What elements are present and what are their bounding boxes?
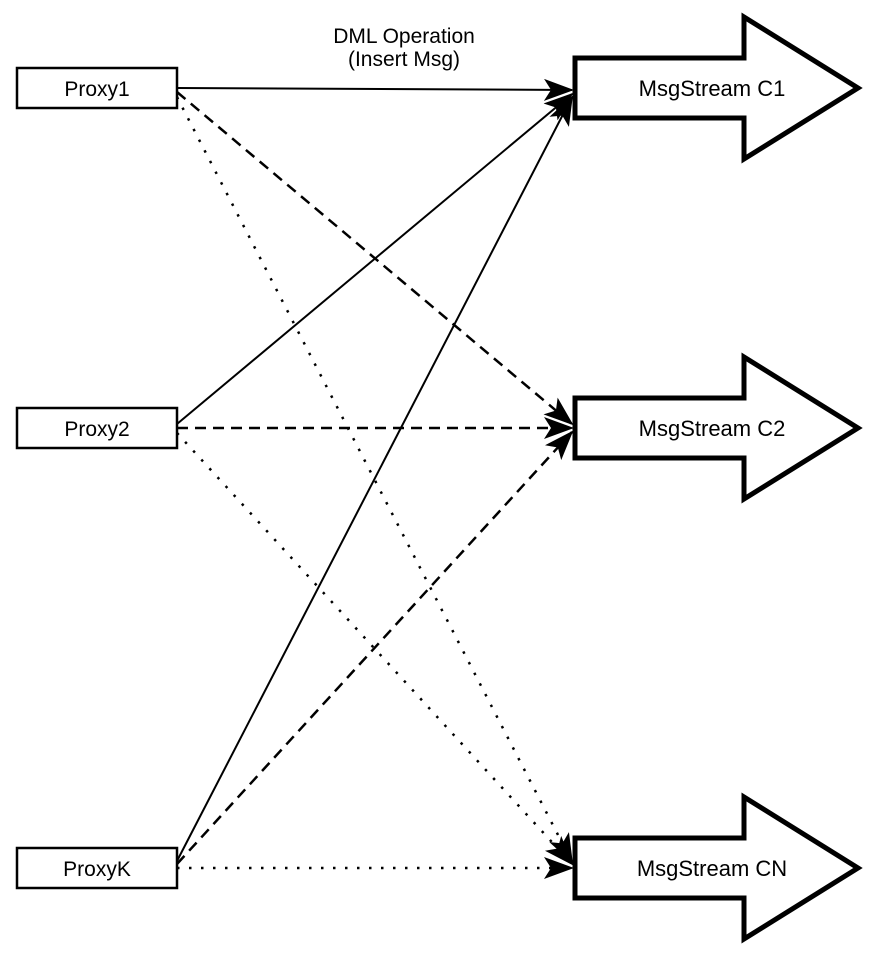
- caption-line-1: DML Operation: [333, 25, 475, 48]
- connector-proxyk-to-msgstream-c1: [176, 95, 573, 862]
- msgstream-c2-node: MsgStream C2: [572, 352, 863, 504]
- proxy2-node: Proxy2: [15, 406, 179, 450]
- connector-proxy1-to-msgstream-c1: [176, 78, 574, 101]
- msgstream-c2-arrow-shape: [572, 352, 863, 504]
- proxyk-box: [15, 846, 179, 890]
- msgstream-c1-node: MsgStream C1: [572, 12, 863, 164]
- proxy1-node: Proxy1: [15, 66, 179, 110]
- msgstream-cn-node: MsgStream CN: [572, 792, 863, 944]
- connector-proxy2-to-msgstream-c1: [176, 92, 574, 425]
- msgstream-c1-arrow-shape: [572, 12, 863, 164]
- proxy2-label: Proxy2: [64, 418, 129, 441]
- proxyk-node: ProxyK: [15, 846, 179, 890]
- msgstream-cn-arrow-shape: [572, 792, 863, 944]
- proxyk-label: ProxyK: [63, 858, 131, 881]
- proxy1-box: [15, 66, 179, 110]
- connector-proxy2-to-msgstream-cn: [176, 432, 574, 866]
- connector-proxyk-to-msgstream-c2: [176, 430, 574, 865]
- msgstream-cn-label: MsgStream CN: [637, 856, 787, 881]
- msgstream-c1-label: MsgStream C1: [639, 76, 786, 101]
- msgstream-c2-label: MsgStream C2: [639, 416, 786, 441]
- caption-line-2: (Insert Msg): [348, 48, 460, 71]
- proxy2-box: [15, 406, 179, 450]
- proxy1-label: Proxy1: [64, 78, 129, 101]
